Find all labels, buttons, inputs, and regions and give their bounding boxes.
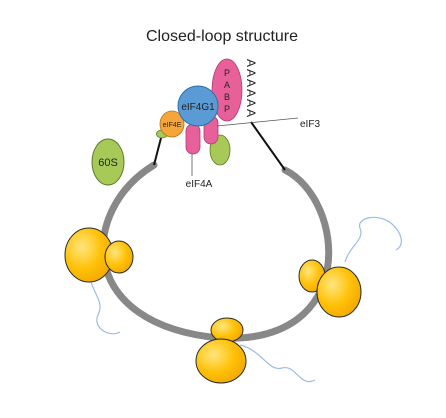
polya-letter-5: A bbox=[244, 99, 258, 107]
eif4g1-shape bbox=[177, 85, 219, 127]
peptide-left bbox=[87, 269, 121, 335]
eif3-label: eIF3 bbox=[300, 119, 320, 130]
diagram-title: Closed-loop structure bbox=[146, 28, 298, 45]
subunit-60s-label: 60S bbox=[98, 157, 118, 169]
subunit-60s: 60S bbox=[91, 138, 125, 186]
eif4e-shape bbox=[159, 110, 185, 138]
ribosome-bottom-small-subunit bbox=[210, 317, 244, 343]
eif4e: eIF4E bbox=[159, 110, 185, 138]
pabp-letter-2: A bbox=[224, 80, 230, 90]
subunit-60s-shape bbox=[91, 138, 125, 186]
eif4g1-label: eIF4G1 bbox=[181, 102, 215, 113]
eif4a-label: eIF4A bbox=[186, 179, 213, 190]
polya-letter-3: A bbox=[244, 79, 258, 87]
polya-tail: A A A A A A bbox=[244, 59, 258, 117]
ribosome-right bbox=[298, 259, 362, 318]
eif4e-label: eIF4E bbox=[163, 122, 182, 129]
ribosome-right-large-subunit bbox=[316, 266, 362, 318]
mrna-3prime-end bbox=[250, 121, 286, 171]
pabp-letter-1: P bbox=[224, 68, 230, 78]
peptide-right bbox=[344, 216, 402, 263]
ribosome-bottom-large-subunit bbox=[195, 338, 247, 384]
polya-letter-1: A bbox=[244, 59, 258, 67]
eif3-pointer bbox=[216, 117, 299, 127]
mrna-5prime-end bbox=[153, 137, 162, 166]
mrna-loop bbox=[99, 161, 333, 342]
peptide-bottom bbox=[239, 344, 316, 383]
ribosome-left bbox=[64, 227, 134, 283]
pabp-letter-3: B bbox=[224, 92, 230, 102]
polya-letter-2: A bbox=[244, 69, 258, 77]
eif4g1: eIF4G1 bbox=[177, 85, 219, 127]
polya-letter-6: A bbox=[244, 109, 258, 117]
ribosome-left-small-subunit bbox=[104, 240, 134, 274]
pabp-letter-4: P bbox=[224, 104, 230, 114]
polya-letter-4: A bbox=[244, 89, 258, 97]
eif4a-shape bbox=[185, 123, 201, 155]
pabp-shape bbox=[211, 58, 243, 122]
pabp: P A B P bbox=[211, 58, 243, 122]
ribosome-bottom bbox=[195, 317, 247, 384]
